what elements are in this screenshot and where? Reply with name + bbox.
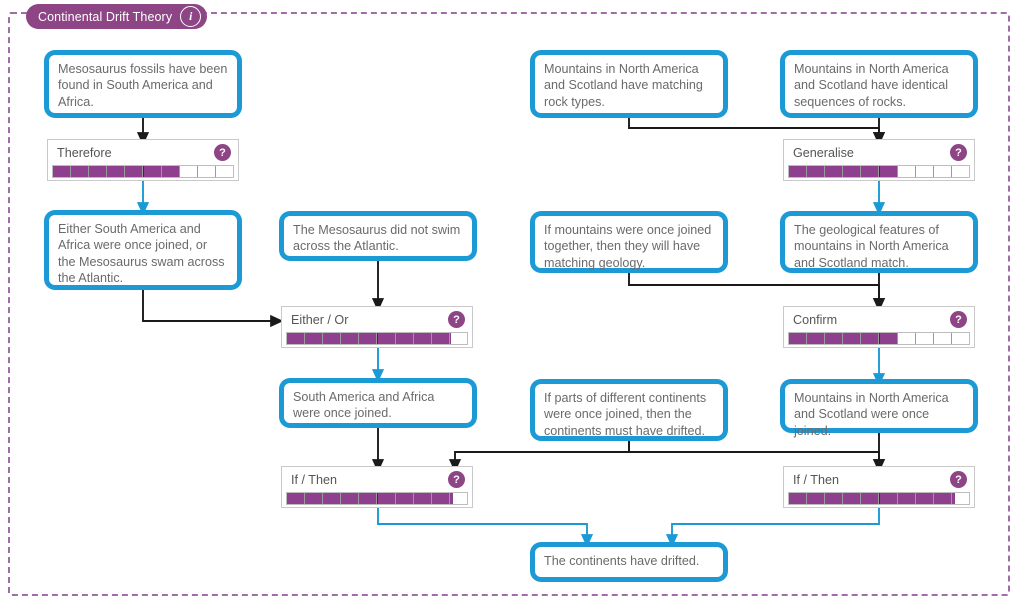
confidence-ticks bbox=[789, 166, 969, 177]
operator-head: If / Then ? bbox=[784, 467, 974, 492]
confidence-bar[interactable] bbox=[788, 492, 970, 505]
claim-inner: If parts of different continents were on… bbox=[535, 384, 723, 438]
claim-inner: Mountains in North America and Scotland … bbox=[785, 55, 973, 113]
claim-inner: Either South America and Africa were onc… bbox=[49, 215, 237, 285]
confidence-midpoint bbox=[879, 166, 880, 177]
help-icon[interactable]: ? bbox=[448, 311, 465, 328]
help-icon[interactable]: ? bbox=[950, 311, 967, 328]
confidence-ticks bbox=[789, 493, 969, 504]
confidence-fill bbox=[789, 493, 955, 504]
claim-inner: The geological features of mountains in … bbox=[785, 216, 973, 270]
connector-c2-o3 bbox=[142, 288, 284, 328]
operator-label: Either / Or bbox=[291, 312, 349, 327]
operator-label: Generalise bbox=[793, 145, 854, 160]
claim-text: Mountains in North America and Scotland … bbox=[794, 62, 949, 109]
claim-text: Mountains in North America and Scotland … bbox=[794, 391, 949, 438]
operator-label: Therefore bbox=[57, 145, 112, 160]
claim-inner: Mountains in North America and Scotland … bbox=[535, 55, 723, 113]
claim-box[interactable]: Either South America and Africa were onc… bbox=[44, 210, 242, 290]
confidence-midpoint bbox=[879, 493, 880, 504]
claim-text: If mountains were once joined together, … bbox=[544, 223, 712, 270]
confidence-midpoint bbox=[879, 333, 880, 344]
operator-box[interactable]: Therefore ? bbox=[47, 139, 239, 181]
claim-text: If parts of different continents were on… bbox=[544, 391, 707, 438]
operator-box[interactable]: Either / Or ? bbox=[281, 306, 473, 348]
connector-o5-c11 bbox=[377, 507, 594, 548]
confidence-midpoint bbox=[377, 333, 378, 344]
claim-inner: The Mesosaurus did not swim across the A… bbox=[284, 216, 472, 256]
claim-box[interactable]: The continents have drifted. bbox=[530, 542, 728, 582]
help-icon[interactable]: ? bbox=[214, 144, 231, 161]
claim-text: The continents have drifted. bbox=[544, 554, 700, 568]
claim-inner: Mountains in North America and Scotland … bbox=[785, 384, 973, 438]
operator-head: If / Then ? bbox=[282, 467, 472, 492]
diagram-title-badge[interactable]: Continental Drift Theory i bbox=[26, 4, 208, 29]
connector-c7-o4 bbox=[628, 272, 886, 312]
operator-box[interactable]: If / Then ? bbox=[281, 466, 473, 508]
claim-text: The Mesosaurus did not swim across the A… bbox=[293, 223, 461, 254]
connector-c9-o6 bbox=[628, 440, 886, 473]
confidence-fill bbox=[53, 166, 179, 177]
claim-inner: If mountains were once joined together, … bbox=[535, 216, 723, 270]
claim-box[interactable]: The Mesosaurus did not swim across the A… bbox=[279, 211, 477, 261]
confidence-ticks bbox=[287, 493, 467, 504]
claim-box[interactable]: Mountains in North America and Scotland … bbox=[780, 50, 978, 118]
confidence-ticks bbox=[789, 333, 969, 344]
claim-box[interactable]: South America and Africa were once joine… bbox=[279, 378, 477, 428]
confidence-bar[interactable] bbox=[788, 332, 970, 345]
confidence-ticks bbox=[53, 166, 233, 177]
help-icon[interactable]: ? bbox=[448, 471, 465, 488]
claim-text: South America and Africa were once joine… bbox=[293, 390, 435, 421]
confidence-fill bbox=[287, 333, 451, 344]
confidence-bar[interactable] bbox=[788, 165, 970, 178]
claim-text: Either South America and Africa were onc… bbox=[58, 222, 225, 286]
operator-head: Therefore ? bbox=[48, 140, 238, 165]
claim-box[interactable]: Mountains in North America and Scotland … bbox=[780, 379, 978, 438]
claim-text: The geological features of mountains in … bbox=[794, 223, 949, 270]
confidence-bar[interactable] bbox=[286, 332, 468, 345]
operator-head: Confirm ? bbox=[784, 307, 974, 332]
confidence-ticks bbox=[287, 333, 467, 344]
confidence-midpoint bbox=[143, 166, 144, 177]
claim-inner: South America and Africa were once joine… bbox=[284, 383, 472, 423]
claim-box[interactable]: If mountains were once joined together, … bbox=[530, 211, 728, 273]
claim-box[interactable]: If parts of different continents were on… bbox=[530, 379, 728, 441]
operator-label: Confirm bbox=[793, 312, 838, 327]
operator-head: Generalise ? bbox=[784, 140, 974, 165]
operator-head: Either / Or ? bbox=[282, 307, 472, 332]
operator-label: If / Then bbox=[291, 472, 337, 487]
operator-box[interactable]: Generalise ? bbox=[783, 139, 975, 181]
confidence-bar[interactable] bbox=[286, 492, 468, 505]
claim-text: Mesosaurus fossils have been found in So… bbox=[58, 62, 228, 109]
claim-box[interactable]: Mesosaurus fossils have been found in So… bbox=[44, 50, 242, 118]
claim-text: Mountains in North America and Scotland … bbox=[544, 62, 703, 109]
diagram-title: Continental Drift Theory bbox=[38, 9, 173, 24]
claim-inner: The continents have drifted. bbox=[535, 547, 723, 577]
claim-inner: Mesosaurus fossils have been found in So… bbox=[49, 55, 237, 113]
claim-box[interactable]: The geological features of mountains in … bbox=[780, 211, 978, 273]
connector-o6-c11 bbox=[665, 507, 880, 548]
operator-box[interactable]: Confirm ? bbox=[783, 306, 975, 348]
help-icon[interactable]: ? bbox=[950, 471, 967, 488]
claim-box[interactable]: Mountains in North America and Scotland … bbox=[530, 50, 728, 118]
connector-c9-o5 bbox=[448, 440, 630, 473]
operator-label: If / Then bbox=[793, 472, 839, 487]
info-icon[interactable]: i bbox=[180, 6, 202, 27]
confidence-fill bbox=[287, 493, 453, 504]
diagram-frame bbox=[8, 12, 1010, 596]
confidence-midpoint bbox=[377, 493, 378, 504]
operator-box[interactable]: If / Then ? bbox=[783, 466, 975, 508]
connector-c5-o2 bbox=[628, 117, 886, 146]
help-icon[interactable]: ? bbox=[950, 144, 967, 161]
confidence-bar[interactable] bbox=[52, 165, 234, 178]
